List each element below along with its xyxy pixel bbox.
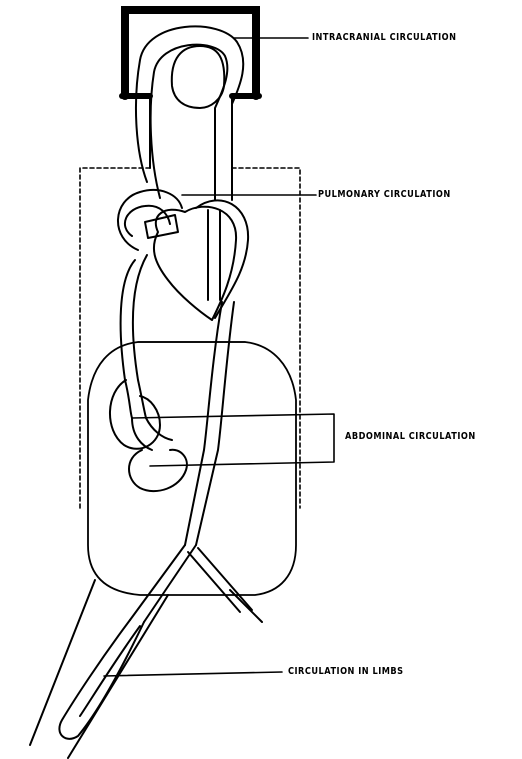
skull-outline	[125, 10, 256, 96]
lower-vessels	[130, 545, 252, 622]
limb-outline	[30, 580, 168, 758]
intracranial-loop	[136, 26, 243, 200]
aorta	[208, 210, 220, 300]
abdominal-bracket	[132, 414, 334, 466]
pulmonary-vessel	[145, 215, 178, 238]
limbs-label: CIRCULATION IN LIMBS	[288, 666, 404, 677]
abdominal-vessel	[132, 418, 172, 450]
abdominal-loop-lower	[129, 450, 187, 491]
intracranial-label: INTRACRANIAL CIRCULATION	[312, 32, 456, 43]
descending-vessel-a	[121, 255, 147, 418]
thorax-outline	[80, 168, 300, 508]
abdominal-label: ABDOMINAL CIRCULATION	[345, 431, 476, 442]
brain-vessel	[172, 46, 225, 108]
pulmonary-label: PULMONARY CIRCULATION	[318, 189, 451, 200]
limbs-leader	[104, 672, 282, 676]
descending-vessel-b	[185, 302, 234, 545]
abdominal-loop-upper	[110, 380, 160, 449]
